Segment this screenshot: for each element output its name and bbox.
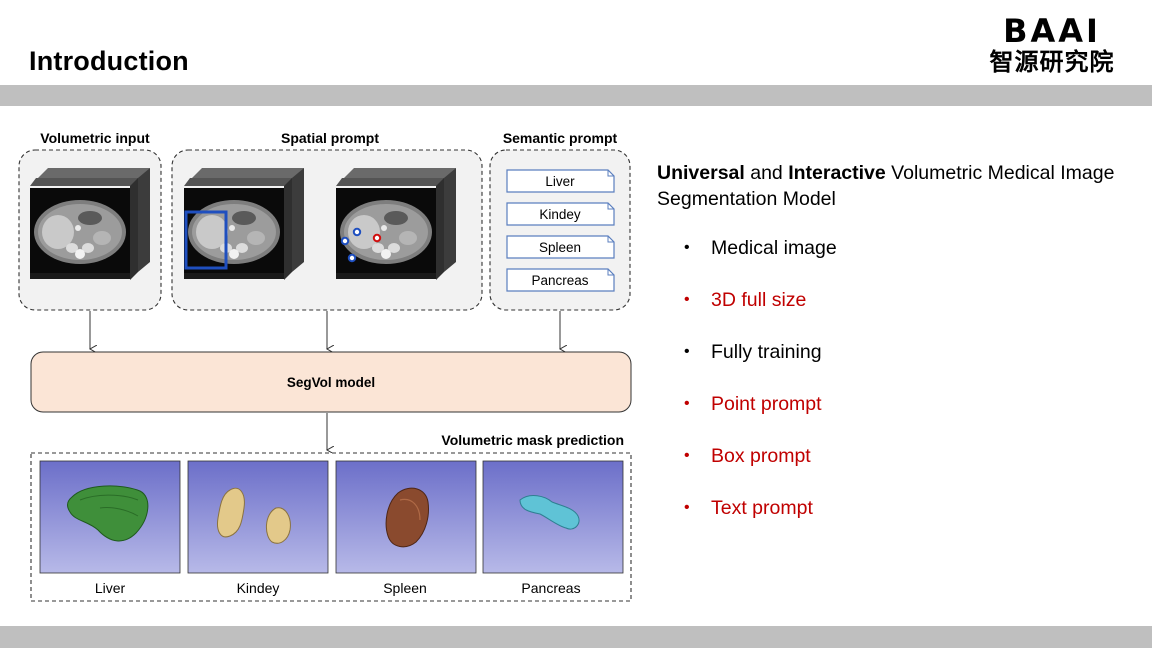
heading-bold-interactive: Interactive: [788, 162, 886, 184]
feature-bullet: • 3D full size: [684, 287, 837, 339]
bullet-dot-icon: •: [684, 239, 690, 256]
point-prompt-blue: [347, 253, 357, 263]
svg-text:Liver: Liver: [545, 174, 575, 189]
semantic-prompt-liver: Liver: [506, 169, 615, 193]
feature-bullet: • Text prompt: [684, 495, 837, 547]
heading-bold-universal: Universal: [657, 162, 745, 184]
label-semantic-prompt: Semantic prompt: [503, 130, 618, 146]
segvol-model-label: SegVol model: [287, 375, 375, 390]
feature-bullet-list: • Medical image • 3D full size • Fully traini…: [684, 235, 837, 547]
bottom-band: [0, 626, 1152, 648]
mask-panel-kidney: [187, 460, 329, 574]
svg-text:Spleen: Spleen: [539, 240, 581, 255]
slide-title: Introduction: [29, 46, 189, 76]
bullet-dot-icon: •: [684, 395, 690, 412]
feature-bullet-text: Medical image: [711, 237, 837, 259]
feature-bullet: • Medical image: [684, 235, 837, 287]
label-spatial-prompt: Spatial prompt: [281, 130, 379, 146]
bullet-dot-icon: •: [684, 343, 690, 360]
ct-volume-point-prompt: [336, 168, 456, 280]
feature-bullet-text: Text prompt: [711, 497, 813, 519]
point-prompt-red: [372, 233, 382, 243]
mask-label-kidney: Kindey: [237, 580, 280, 596]
feature-bullet-text: Point prompt: [711, 393, 822, 415]
svg-text:Pancreas: Pancreas: [531, 273, 588, 288]
ct-volume-box-prompt: [184, 168, 304, 280]
heading-text-and: and: [744, 162, 789, 184]
mask-panel-pancreas: [482, 460, 624, 574]
mask-label-spleen: Spleen: [383, 580, 427, 596]
bullet-dot-icon: •: [684, 291, 690, 308]
label-mask-prediction: Volumetric mask prediction: [441, 432, 624, 448]
point-prompt-blue: [352, 227, 362, 237]
heading-text-rest: Volumetric Medical Image Segmentation Mo…: [657, 162, 1115, 210]
feature-bullet-text: 3D full size: [711, 289, 807, 311]
semantic-prompt-spleen: Spleen: [506, 235, 615, 259]
top-band: [0, 85, 1152, 106]
segvol-model-box: [30, 351, 632, 413]
bullet-dot-icon: •: [684, 499, 690, 516]
ct-volume-input: [30, 168, 150, 280]
semantic-prompt-pancreas: Pancreas: [506, 268, 615, 292]
feature-bullet: • Point prompt: [684, 391, 837, 443]
feature-bullet: • Box prompt: [684, 443, 837, 495]
baai-logo: BAAI 智源研究院: [984, 14, 1120, 80]
mask-label-pancreas: Pancreas: [521, 580, 580, 596]
feature-bullet: • Fully training: [684, 339, 837, 391]
label-volumetric-input: Volumetric input: [40, 130, 150, 146]
logo-text-en: BAAI: [1003, 12, 1101, 50]
semantic-prompt-kindey: Kindey: [506, 202, 615, 226]
svg-text:Kindey: Kindey: [539, 207, 581, 222]
mask-label-liver: Liver: [95, 580, 126, 596]
feature-bullet-text: Fully training: [711, 341, 822, 363]
mask-panel-liver: [39, 460, 181, 574]
feature-bullet-text: Box prompt: [711, 445, 811, 467]
point-prompt-blue: [340, 236, 350, 246]
mask-panel-spleen: [335, 460, 477, 574]
box-prompt-rect: [184, 210, 228, 270]
segvol-figure: Volumetric input Spatial prompt Semantic…: [18, 130, 632, 602]
bullet-dot-icon: •: [684, 447, 690, 464]
logo-text-cn: 智源研究院: [989, 48, 1115, 76]
model-description: Universal and Interactive Volumetric Med…: [657, 160, 1127, 212]
